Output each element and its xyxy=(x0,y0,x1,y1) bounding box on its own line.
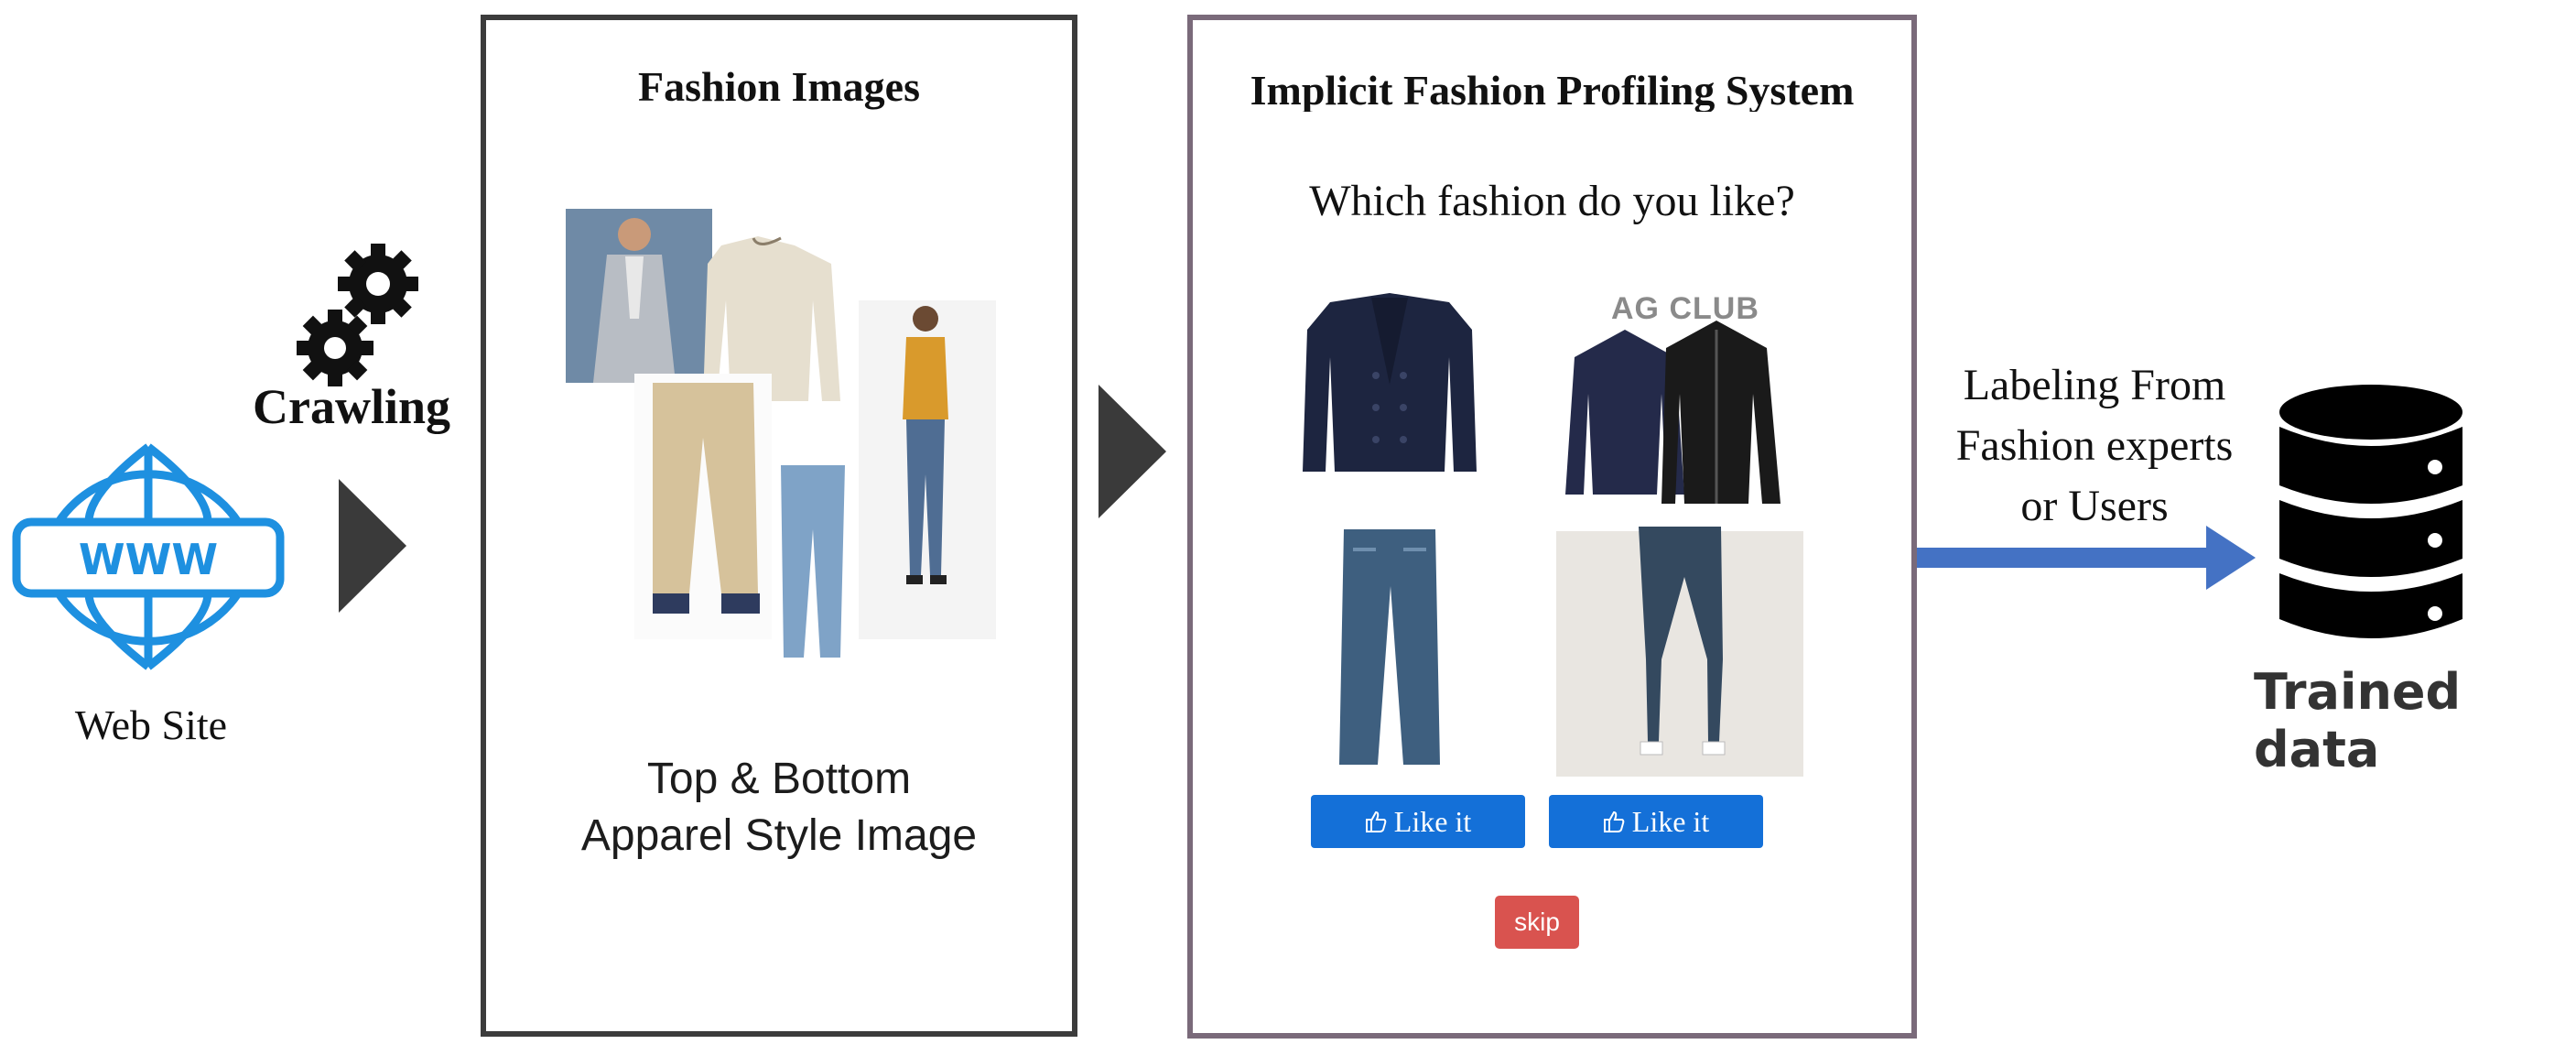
brand-label: AG CLUB xyxy=(1611,291,1759,326)
like-outfit-1-button[interactable]: Like it xyxy=(1311,795,1525,848)
profiling-system-panel xyxy=(1187,15,1917,1039)
apparel-caption: Top & Bottom Apparel Style Image xyxy=(481,751,1077,865)
profiling-system-title: Implicit Fashion Profiling System xyxy=(1250,67,1855,112)
outfit-option-2-image[interactable] xyxy=(1556,275,1803,777)
labeling-text: Labeling From Fashion experts or Users xyxy=(1921,355,2268,537)
like-outfit-2-label: Like it xyxy=(1631,804,1710,838)
thumbs-up-icon xyxy=(1365,810,1387,832)
labeling-line1: Labeling From xyxy=(1963,361,2226,409)
like-outfit-2-button[interactable]: Like it xyxy=(1549,795,1763,848)
labeling-arrow xyxy=(1917,526,2256,590)
www-globe-icon: WWW xyxy=(12,443,285,670)
apparel-caption-line1: Top & Bottom xyxy=(646,755,912,803)
labeling-line2: Fashion experts xyxy=(1955,421,2234,470)
flow-triangle-2 xyxy=(1099,385,1166,518)
fashion-collage-image xyxy=(566,209,996,658)
skip-button[interactable]: skip xyxy=(1495,896,1579,949)
outfit-option-1-image[interactable] xyxy=(1266,275,1513,777)
fashion-images-title: Fashion Images xyxy=(638,63,920,110)
website-label: Web Site xyxy=(74,702,228,748)
apparel-caption-line2: Apparel Style Image xyxy=(580,811,978,860)
like-outfit-1-label: Like it xyxy=(1393,804,1472,838)
crawling-label: Crawling xyxy=(253,379,450,434)
database-icon xyxy=(2279,385,2462,638)
thumbs-up-icon xyxy=(1603,810,1625,832)
flow-triangle-1 xyxy=(339,479,406,613)
www-text: WWW xyxy=(79,535,218,584)
labeling-line3: or Users xyxy=(2020,482,2169,530)
trained-data-label: Trained data xyxy=(2254,663,2462,778)
preference-question: Which fashion do you like? xyxy=(1309,177,1795,225)
gears-icon xyxy=(297,244,418,386)
